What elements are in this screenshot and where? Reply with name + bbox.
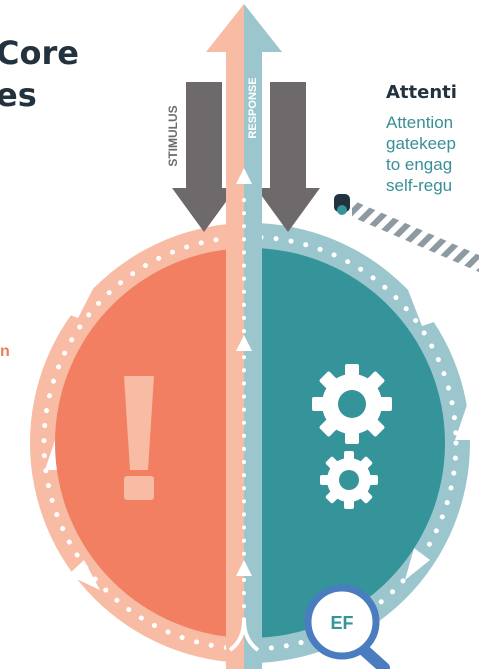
attention-heading: Attenti [386,82,457,103]
attention-line-3: to engag [386,155,453,174]
stimulus-arrow [172,82,320,232]
response-label: RESPONSE [247,77,259,138]
side-note-fragment: n [0,343,10,360]
title-line-2: es [0,76,37,114]
gate-icon [334,194,479,272]
magnifier-label: EF [330,613,353,633]
exclamation-icon [124,376,154,500]
gear-icon [312,364,392,509]
response-flow [228,168,260,652]
title-line-1: Core [0,34,79,72]
attention-line-2: gatekeep [386,134,456,153]
magnifier-icon: EF [304,584,390,669]
page-title: Core es [0,32,79,116]
executive-half [244,248,445,638]
stimulus-label: STIMULUS [166,105,180,166]
attention-description: Attention gatekeep to engag self-regu [386,112,456,196]
cycle-arrows [45,285,475,590]
attention-line-4: self-regu [386,176,453,195]
attention-line-1: Attention [386,113,454,132]
response-arrow [206,4,282,669]
